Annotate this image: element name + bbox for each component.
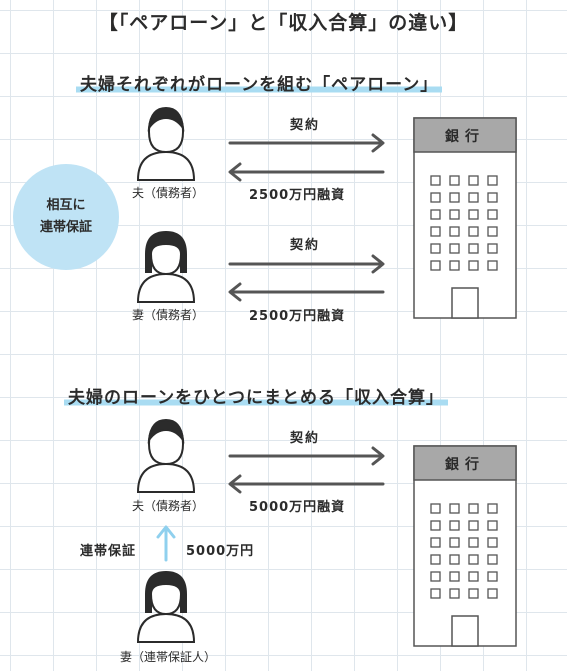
wife-guarantor-label: 妻（連帯保証人） — [119, 650, 216, 664]
husband-person-icon-2 — [136, 418, 196, 493]
wife-person-icon — [136, 230, 196, 303]
bank-label-2: 銀行 — [445, 457, 485, 473]
husband-debtor-label: 夫（債務者） — [131, 186, 204, 200]
combined-loan-arrow — [228, 474, 385, 494]
pair-contract-arrow-1 — [228, 133, 385, 153]
combined-contract-arrow — [228, 446, 385, 466]
wife-contract-label: 契約 — [290, 238, 321, 253]
pair-loan-arrow-1 — [228, 162, 385, 182]
joint-guarantee-label: 連帯保証 — [80, 544, 137, 559]
mutual-guarantee-line1: 相互に — [46, 198, 86, 213]
pair-contract-arrow-2 — [228, 254, 385, 274]
husband-contract-label: 契約 — [290, 118, 321, 133]
income-combined-heading: 夫婦のローンをひとつにまとめる「収入合算」 — [64, 383, 448, 408]
guarantee-up-arrow — [156, 525, 176, 562]
guarantee-amount-label: 5000万円 — [186, 544, 255, 559]
bank-building-icon-2 — [413, 445, 517, 647]
husband-loan-label: 2500万円融資 — [249, 188, 346, 203]
husband-debtor-label-2: 夫（債務者） — [131, 499, 204, 513]
pair-loan-arrow-2 — [228, 282, 385, 302]
pair-loan-heading: 夫婦それぞれがローンを組む「ペアローン」 — [76, 70, 443, 95]
husband-person-icon — [136, 106, 196, 181]
wife-debtor-label: 妻（債務者） — [131, 308, 204, 322]
mutual-guarantee-badge: 相互に 連帯保証 — [13, 164, 119, 270]
wife-loan-label: 2500万円融資 — [249, 309, 346, 324]
page-title: 【「ペアローン」と「収入合算」の違い】 — [98, 12, 469, 34]
wife-guarantor-person-icon — [136, 570, 196, 643]
mutual-guarantee-line2: 連帯保証 — [39, 220, 92, 235]
husband-loan-label-2: 5000万円融資 — [249, 500, 346, 515]
bank-label-1: 銀行 — [445, 129, 485, 145]
bank-building-icon-1 — [413, 117, 517, 319]
husband-contract-label-2: 契約 — [290, 431, 321, 446]
